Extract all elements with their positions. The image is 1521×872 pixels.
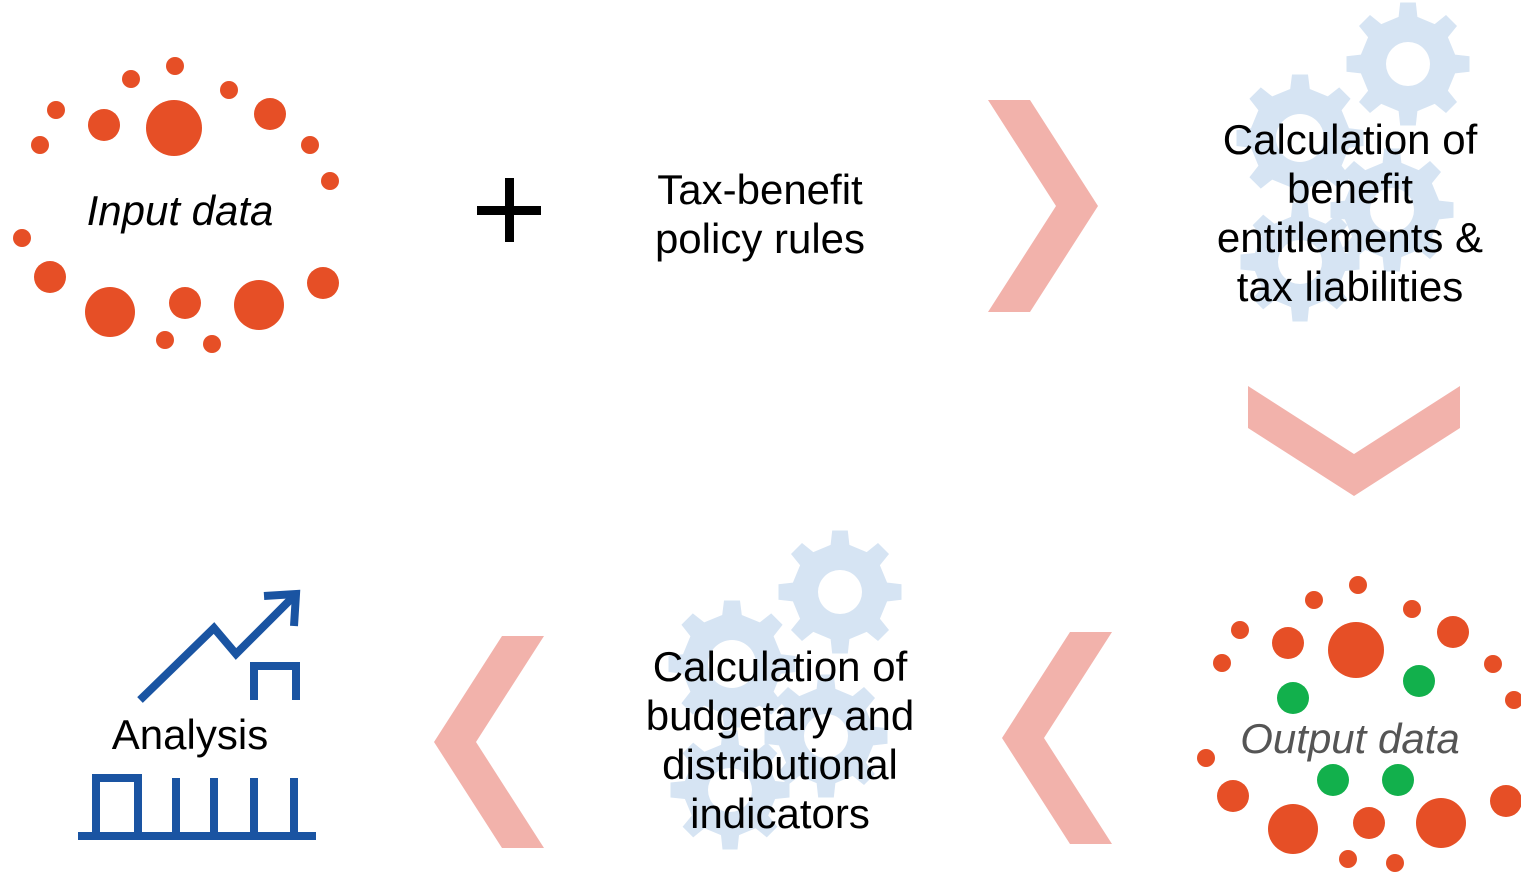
input-dot: [301, 136, 319, 154]
trend-line: [137, 595, 295, 703]
output-dot-green: [1403, 665, 1435, 697]
small-bar-top: [250, 662, 300, 700]
output-dot: [1197, 749, 1215, 767]
input-dot: [321, 172, 339, 190]
input-dot: [307, 267, 339, 299]
bar-chart-bars: [92, 774, 298, 836]
input-dot: [146, 100, 202, 156]
chevron-down-arrow: [1248, 386, 1460, 496]
chevron-left-arrow-left: [434, 636, 544, 848]
output-dot-green: [1317, 764, 1349, 796]
input-data-label: Input data: [86, 187, 274, 234]
input-dot: [156, 331, 174, 349]
gears-top-icon: [1236, 2, 1470, 322]
output-dot: [1386, 854, 1404, 872]
input-dot: [85, 287, 135, 337]
output-dot: [1416, 798, 1466, 848]
output-dot: [1403, 600, 1421, 618]
input-dot: [220, 81, 238, 99]
chevron-left-arrow-right: [1002, 632, 1112, 844]
output-dot: [1353, 807, 1385, 839]
plus-icon: [477, 178, 541, 242]
trend-chart-icon: [78, 589, 316, 840]
input-dot: [13, 229, 31, 247]
output-dot: [1484, 655, 1502, 673]
output-dot: [1268, 804, 1318, 854]
input-dot: [122, 70, 140, 88]
gear-icon: [670, 730, 790, 850]
output-dot: [1328, 622, 1384, 678]
input-dot: [254, 98, 286, 130]
input-dot: [203, 335, 221, 353]
gear-icon: [1236, 74, 1364, 202]
gear-icon: [778, 530, 902, 654]
output-dot: [1231, 621, 1249, 639]
output-dot-green: [1382, 764, 1414, 796]
input-dot: [47, 101, 65, 119]
output-dot: [1505, 691, 1521, 709]
gear-icon: [668, 600, 796, 728]
gear-icon: [1330, 148, 1454, 272]
gears-bottom-icon: [668, 530, 902, 850]
analysis-label: Analysis: [111, 711, 269, 758]
output-dot: [1490, 785, 1521, 817]
input-dot: [31, 136, 49, 154]
output-dot: [1217, 780, 1249, 812]
calc-benefit-label: Calculation of benefit entitlements & ta…: [1216, 116, 1484, 310]
input-dot-cluster-icon: [13, 57, 339, 353]
trend-arrowhead: [263, 589, 301, 627]
chevron-right-arrow: [988, 100, 1098, 312]
output-dot: [1339, 850, 1357, 868]
output-dot: [1349, 576, 1367, 594]
gear-icon: [1240, 202, 1360, 322]
input-dot: [169, 287, 201, 319]
input-dot: [88, 109, 120, 141]
output-dot: [1305, 591, 1323, 609]
gear-icon: [764, 674, 888, 798]
input-dot: [166, 57, 184, 75]
plus-bar-vertical: [505, 178, 514, 242]
policy-rules-label: Tax-benefit policy rules: [654, 166, 866, 262]
gear-icon: [1346, 2, 1470, 126]
output-dot: [1213, 654, 1231, 672]
calc-budget-label: Calculation of budgetary and distributio…: [645, 643, 915, 837]
output-dot: [1272, 627, 1304, 659]
input-dot: [34, 261, 66, 293]
output-data-label: Output data: [1240, 715, 1460, 762]
output-dot-green: [1277, 682, 1309, 714]
input-dot: [234, 280, 284, 330]
output-dot: [1437, 616, 1469, 648]
output-dot-cluster-icon: [1197, 576, 1521, 872]
